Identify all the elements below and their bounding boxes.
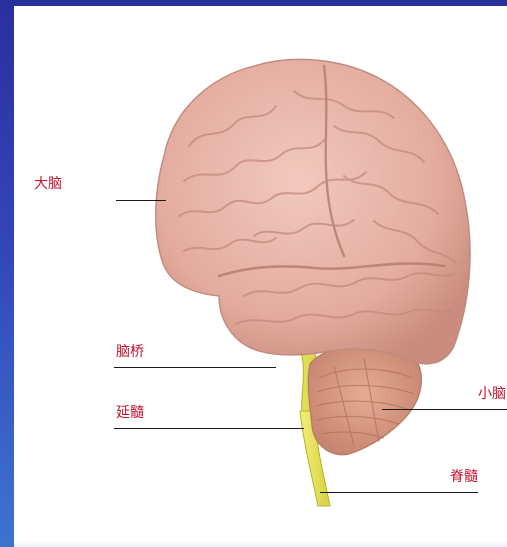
leader-line-spinal-cord: [320, 492, 478, 493]
leader-line-cerebrum: [116, 200, 166, 201]
diagram-area: 大脑 脑桥 延髓 小脑 脊髓: [14, 6, 507, 547]
brain-illustration: [14, 6, 507, 547]
label-medulla: 延髓: [116, 405, 144, 421]
slide-bottom-strip: [14, 541, 507, 547]
leader-line-medulla: [114, 428, 304, 429]
label-spinal-cord: 脊髓: [450, 469, 478, 485]
label-cerebrum: 大脑: [34, 176, 62, 192]
label-cerebellum: 小脑: [478, 386, 506, 402]
leader-line-cerebellum: [382, 409, 507, 410]
label-pons: 脑桥: [116, 344, 144, 360]
leader-line-pons: [114, 367, 276, 368]
slide-canvas: 大脑 脑桥 延髓 小脑 脊髓: [14, 6, 507, 547]
